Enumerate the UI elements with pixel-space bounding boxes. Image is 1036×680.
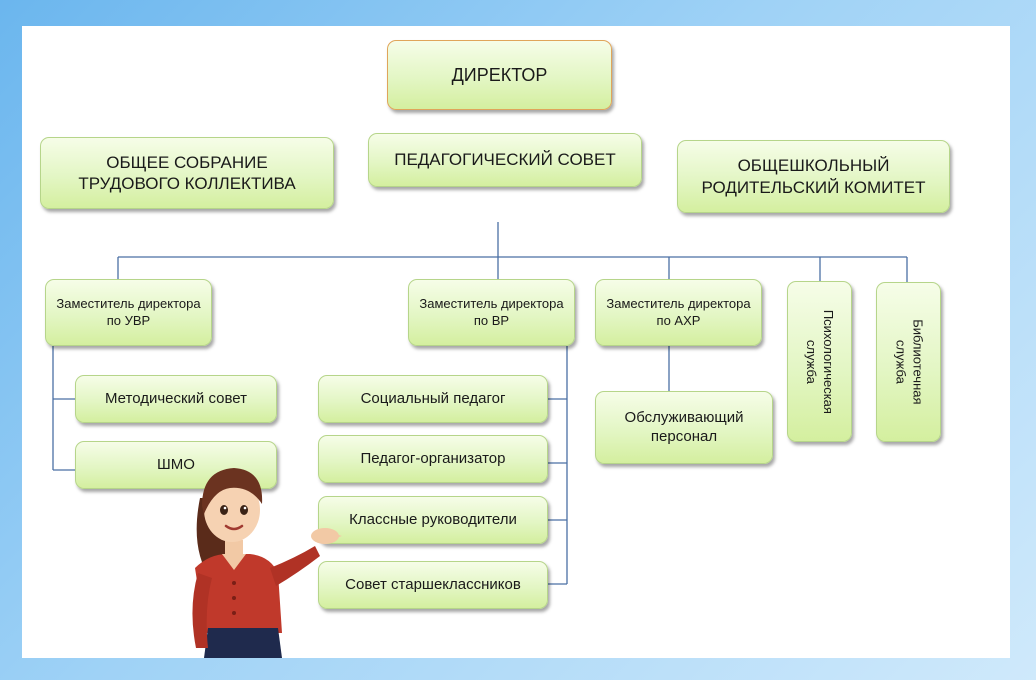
deputy-ahr-label: Заместитель директора по АХР <box>606 296 751 328</box>
shmo-label: ШМО <box>157 455 195 473</box>
service-staff-box: Обслуживающий персонал <box>595 391 773 464</box>
director-box: ДИРЕКТОР <box>387 40 612 110</box>
deputy-vr-label: Заместитель директора по ВР <box>419 296 564 328</box>
deputy-uvr-label: Заместитель директора по УВР <box>56 296 201 328</box>
general-meeting-label: ОБЩЕЕ СОБРАНИЕ ТРУДОВОГО КОЛЛЕКТИВА <box>78 152 296 193</box>
teacher-illustration <box>192 468 342 658</box>
deputy-vr-box: Заместитель директора по ВР <box>408 279 575 346</box>
psych-service-box: Психологическая служба <box>787 281 852 442</box>
general-meeting-box: ОБЩЕЕ СОБРАНИЕ ТРУДОВОГО КОЛЛЕКТИВА <box>40 137 334 209</box>
parent-committee-box: ОБЩЕШКОЛЬНЫЙ РОДИТЕЛЬСКИЙ КОМИТЕТ <box>677 140 950 213</box>
parent-committee-label: ОБЩЕШКОЛЬНЫЙ РОДИТЕЛЬСКИЙ КОМИТЕТ <box>701 156 926 197</box>
class-teachers-box: Классные руководители <box>318 496 548 544</box>
deputy-ahr-box: Заместитель директора по АХР <box>595 279 762 346</box>
senior-council-box: Совет старшеклассников <box>318 561 548 609</box>
service-staff-label: Обслуживающий персонал <box>624 408 744 445</box>
senior-council-label: Совет старшеклассников <box>345 575 521 593</box>
library-service-box: Библиотечная служба <box>876 282 941 442</box>
method-council-label: Методический совет <box>104 389 248 407</box>
director-label: ДИРЕКТОР <box>451 64 548 85</box>
ped-council-label: ПЕДАГОГИЧЕСКИЙ СОВЕТ <box>394 150 616 170</box>
ped-council-box: ПЕДАГОГИЧЕСКИЙ СОВЕТ <box>368 133 642 187</box>
organizer-box: Педагог-организатор <box>318 435 548 483</box>
social-teacher-label: Социальный педагог <box>360 389 506 407</box>
deputy-uvr-box: Заместитель директора по УВР <box>45 279 212 346</box>
class-teachers-label: Классные руководители <box>349 510 517 528</box>
method-council-box: Методический совет <box>75 375 277 423</box>
library-service-label: Библиотечная служба <box>893 319 926 405</box>
psych-service-label: Психологическая служба <box>804 309 837 414</box>
organizer-label: Педагог-организатор <box>360 449 506 467</box>
social-teacher-box: Социальный педагог <box>318 375 548 423</box>
